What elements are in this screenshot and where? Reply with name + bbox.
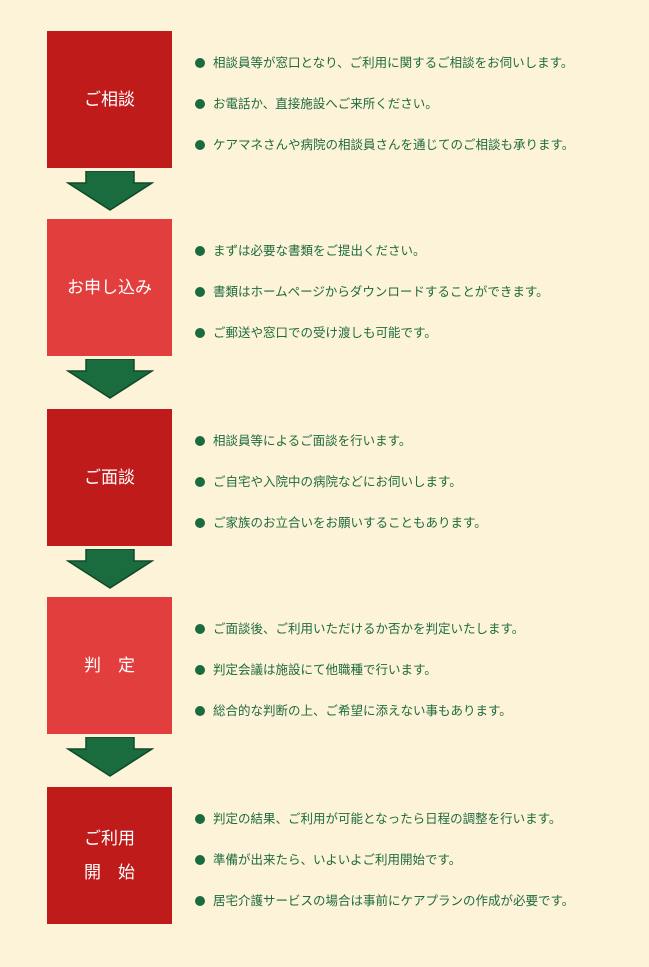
step-bullet-list: 相談員等によるご面談を行います。 ご自宅や入院中の病院などにお伺いします。 ご家… <box>195 431 487 554</box>
bullet-dot-icon <box>195 477 205 487</box>
step-bullet-list: まずは必要な書類をご提出ください。 書類はホームページからダウンロードすることが… <box>195 241 549 364</box>
bullet-dot-icon <box>195 58 205 68</box>
bullet-dot-icon <box>195 855 205 865</box>
bullet-item: ご自宅や入院中の病院などにお伺いします。 <box>195 472 487 513</box>
bullet-dot-icon <box>195 624 205 634</box>
step-box-start-use: ご利用 開 始 <box>47 787 172 924</box>
bullet-item: 相談員等が窓口となり、ご利用に関するご相談をお伺いします。 <box>195 53 574 94</box>
step-title-line: 判 定 <box>84 655 135 676</box>
step-box-application: お申し込み <box>47 219 172 356</box>
bullet-item: ご面談後、ご利用いただけるか否かを判定いたします。 <box>195 619 524 660</box>
bullet-dot-icon <box>195 436 205 446</box>
bullet-item: ケアマネさんや病院の相談員さんを通じてのご相談も承ります。 <box>195 135 574 176</box>
step-bullet-list: 判定の結果、ご利用が可能となったら日程の調整を行います。 準備が出来たら、いよい… <box>195 809 574 932</box>
bullet-item: お電話か、直接施設へご来所ください。 <box>195 94 574 135</box>
bullet-item: 書類はホームページからダウンロードすることができます。 <box>195 282 549 323</box>
step-box-judgment: 判 定 <box>47 597 172 734</box>
bullet-dot-icon <box>195 328 205 338</box>
down-arrow-icon <box>66 549 154 589</box>
bullet-item: 居宅介護サービスの場合は事前にケアプランの作成が必要です。 <box>195 891 574 932</box>
down-arrow-icon <box>66 737 154 777</box>
bullet-dot-icon <box>195 814 205 824</box>
bullet-dot-icon <box>195 99 205 109</box>
bullet-dot-icon <box>195 518 205 528</box>
step-box-consultation: ご相談 <box>47 31 172 168</box>
step-title-line: ご面談 <box>84 467 135 488</box>
bullet-dot-icon <box>195 140 205 150</box>
bullet-item: まずは必要な書類をご提出ください。 <box>195 241 549 282</box>
bullet-item: 準備が出来たら、いよいよご利用開始です。 <box>195 850 574 891</box>
bullet-dot-icon <box>195 665 205 675</box>
step-box-interview: ご面談 <box>47 409 172 546</box>
bullet-item: ご家族のお立合いをお願いすることもあります。 <box>195 513 487 554</box>
step-title-line: ご利用 <box>84 828 135 849</box>
bullet-dot-icon <box>195 287 205 297</box>
bullet-item: 総合的な判断の上、ご希望に添えない事もあります。 <box>195 701 524 742</box>
bullet-dot-icon <box>195 706 205 716</box>
bullet-item: ご郵送や窓口での受け渡しも可能です。 <box>195 323 549 364</box>
step-bullet-list: ご面談後、ご利用いただけるか否かを判定いたします。 判定会議は施設にて他職種で行… <box>195 619 524 742</box>
step-bullet-list: 相談員等が窓口となり、ご利用に関するご相談をお伺いします。 お電話か、直接施設へ… <box>195 53 574 176</box>
bullet-item: 判定会議は施設にて他職種で行います。 <box>195 660 524 701</box>
bullet-dot-icon <box>195 896 205 906</box>
bullet-item: 相談員等によるご面談を行います。 <box>195 431 487 472</box>
bullet-item: 判定の結果、ご利用が可能となったら日程の調整を行います。 <box>195 809 574 850</box>
down-arrow-icon <box>66 359 154 399</box>
down-arrow-icon <box>66 171 154 211</box>
step-title-line: ご相談 <box>84 89 135 110</box>
step-title-line: 開 始 <box>84 862 135 883</box>
step-title-line: お申し込み <box>67 277 152 298</box>
bullet-dot-icon <box>195 246 205 256</box>
